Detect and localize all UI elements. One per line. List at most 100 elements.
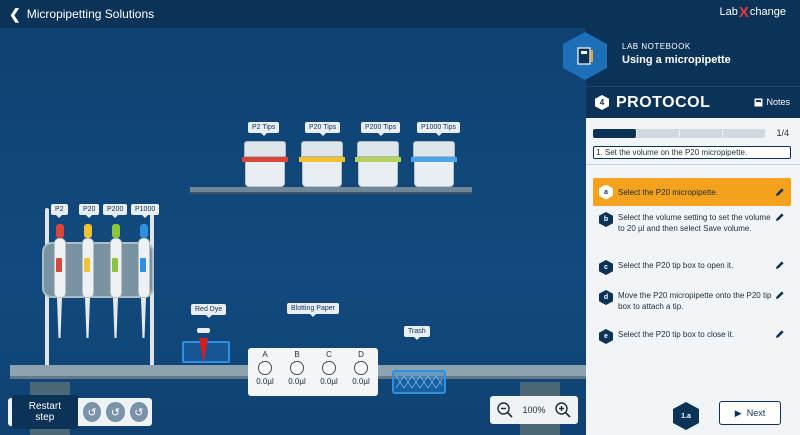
pipette-color-label — [112, 258, 118, 272]
red-dye-tube[interactable] — [197, 328, 210, 366]
blotting-paper-label: Blotting Paper — [287, 303, 339, 317]
notebook-subtitle: Using a micropipette — [622, 54, 731, 66]
trash-mesh-icon — [395, 375, 443, 389]
brand-left: Lab — [719, 6, 738, 18]
undo-icon[interactable]: ↺ — [106, 402, 125, 422]
tip-box[interactable] — [299, 141, 345, 188]
protocol-number: 4 — [595, 95, 609, 110]
tip-box[interactable] — [242, 141, 288, 188]
pipette[interactable] — [53, 224, 67, 339]
blot-spot-circle — [322, 361, 336, 375]
play-icon: ▶ — [734, 407, 742, 418]
tip-box-body — [245, 162, 285, 187]
pipette-shaft — [113, 298, 118, 338]
red-dye-liquid — [199, 338, 208, 363]
next-button[interactable]: ▶ Next — [719, 401, 781, 425]
divider — [586, 164, 800, 165]
app-title: Micropipetting Solutions — [26, 7, 155, 21]
step-controls: Restart step ↺ ↺ ↺ — [8, 395, 152, 429]
pipette-color-label — [84, 258, 90, 272]
blot-spot: C 0.0µl — [313, 350, 345, 386]
blot-spot: B 0.0µl — [281, 350, 313, 386]
tip-box-body — [302, 162, 342, 187]
tip-box-label: P1000 Tips — [417, 122, 461, 136]
step-text: Select the P20 tip box to open it. — [618, 261, 734, 270]
tip-box[interactable] — [355, 141, 401, 188]
blot-spot-volume: 0.0µl — [352, 377, 370, 386]
notes-button[interactable]: Notes — [754, 97, 790, 107]
pencil-icon[interactable] — [775, 212, 785, 222]
step-badge: b — [599, 212, 613, 227]
current-step-field[interactable]: 1. Set the volume on the P20 micropipett… — [593, 146, 791, 159]
step-badge: d — [599, 290, 613, 305]
chevron-left-icon: ❮ — [9, 5, 21, 22]
blot-spot-letter: D — [358, 350, 364, 359]
blot-spot-letter: A — [262, 350, 268, 359]
pipette-color-label — [140, 258, 146, 272]
brand-logo: Lab X change — [719, 5, 786, 20]
progress-fill — [593, 129, 636, 138]
pencil-icon[interactable] — [775, 187, 785, 197]
restart-step-button[interactable]: Restart step — [12, 395, 78, 429]
pipette-shaft — [57, 298, 62, 338]
pipette-plunger — [56, 224, 64, 238]
back-button[interactable]: ❮ Micropipetting Solutions — [0, 6, 154, 23]
tip-box-lid — [357, 141, 399, 157]
progress-divider — [636, 130, 637, 137]
undo-icon[interactable]: ↺ — [82, 402, 102, 422]
pipette-plunger — [140, 224, 148, 238]
pipette-shaft — [141, 298, 146, 338]
blot-spot-letter: B — [294, 350, 300, 359]
next-label: Next — [746, 408, 766, 418]
blotting-paper[interactable]: A 0.0µl B 0.0µl C 0.0µl D 0.0µl — [248, 348, 378, 396]
zoom-out-icon[interactable] — [496, 401, 514, 419]
trash-label: Trash — [404, 326, 430, 340]
blot-spot-circle — [258, 361, 272, 375]
blot-spot-volume: 0.0µl — [320, 377, 338, 386]
progress-divider — [722, 130, 723, 137]
shelf — [190, 187, 472, 194]
pipette-plunger — [112, 224, 120, 238]
protocol-step[interactable]: a Select the P20 micropipette. — [593, 178, 791, 206]
lab-notebook-panel: LAB NOTEBOOK Using a micropipette 4 PROT… — [563, 28, 800, 435]
pencil-icon[interactable] — [775, 329, 785, 339]
progress-divider — [679, 130, 680, 137]
pipette-color-label — [56, 258, 62, 272]
tip-box-band — [242, 157, 288, 162]
pipette[interactable] — [81, 224, 95, 339]
pencil-icon[interactable] — [775, 290, 785, 300]
zoom-in-icon[interactable] — [554, 401, 572, 419]
notebook-kicker: LAB NOTEBOOK — [622, 42, 691, 51]
blot-spot-volume: 0.0µl — [288, 377, 306, 386]
brand-right: change — [749, 6, 786, 18]
blot-spot-circle — [290, 361, 304, 375]
blot-spot: A 0.0µl — [249, 350, 281, 386]
step-text: Select the P20 tip box to close it. — [618, 330, 735, 339]
tip-box-lid — [413, 141, 455, 157]
notebook-header: LAB NOTEBOOK Using a micropipette — [563, 28, 800, 86]
top-bar: ❮ Micropipetting Solutions Lab X change — [0, 0, 800, 28]
pipette[interactable] — [109, 224, 123, 339]
pipette-label: P200 — [103, 204, 128, 218]
pipette[interactable] — [137, 224, 151, 339]
pipette-plunger — [84, 224, 92, 238]
pencil-icon[interactable] — [775, 260, 785, 270]
protocol-header: 4 PROTOCOL Notes — [586, 86, 800, 118]
tip-box-label: P2 Tips — [248, 122, 280, 136]
step-count: 1/4 — [776, 128, 789, 138]
red-dye-label: Red Dye — [191, 304, 227, 318]
trash-bin[interactable] — [392, 370, 446, 394]
undo-icon[interactable]: ↺ — [129, 402, 149, 422]
step-text: Select the P20 micropipette. — [618, 187, 719, 197]
blot-spot-volume: 0.0µl — [256, 377, 274, 386]
tip-box[interactable] — [411, 141, 457, 188]
blot-spot-letter: C — [326, 350, 332, 359]
step-badge: a — [599, 184, 613, 200]
tip-box-body — [414, 162, 454, 187]
blot-spot: D 0.0µl — [345, 350, 377, 386]
